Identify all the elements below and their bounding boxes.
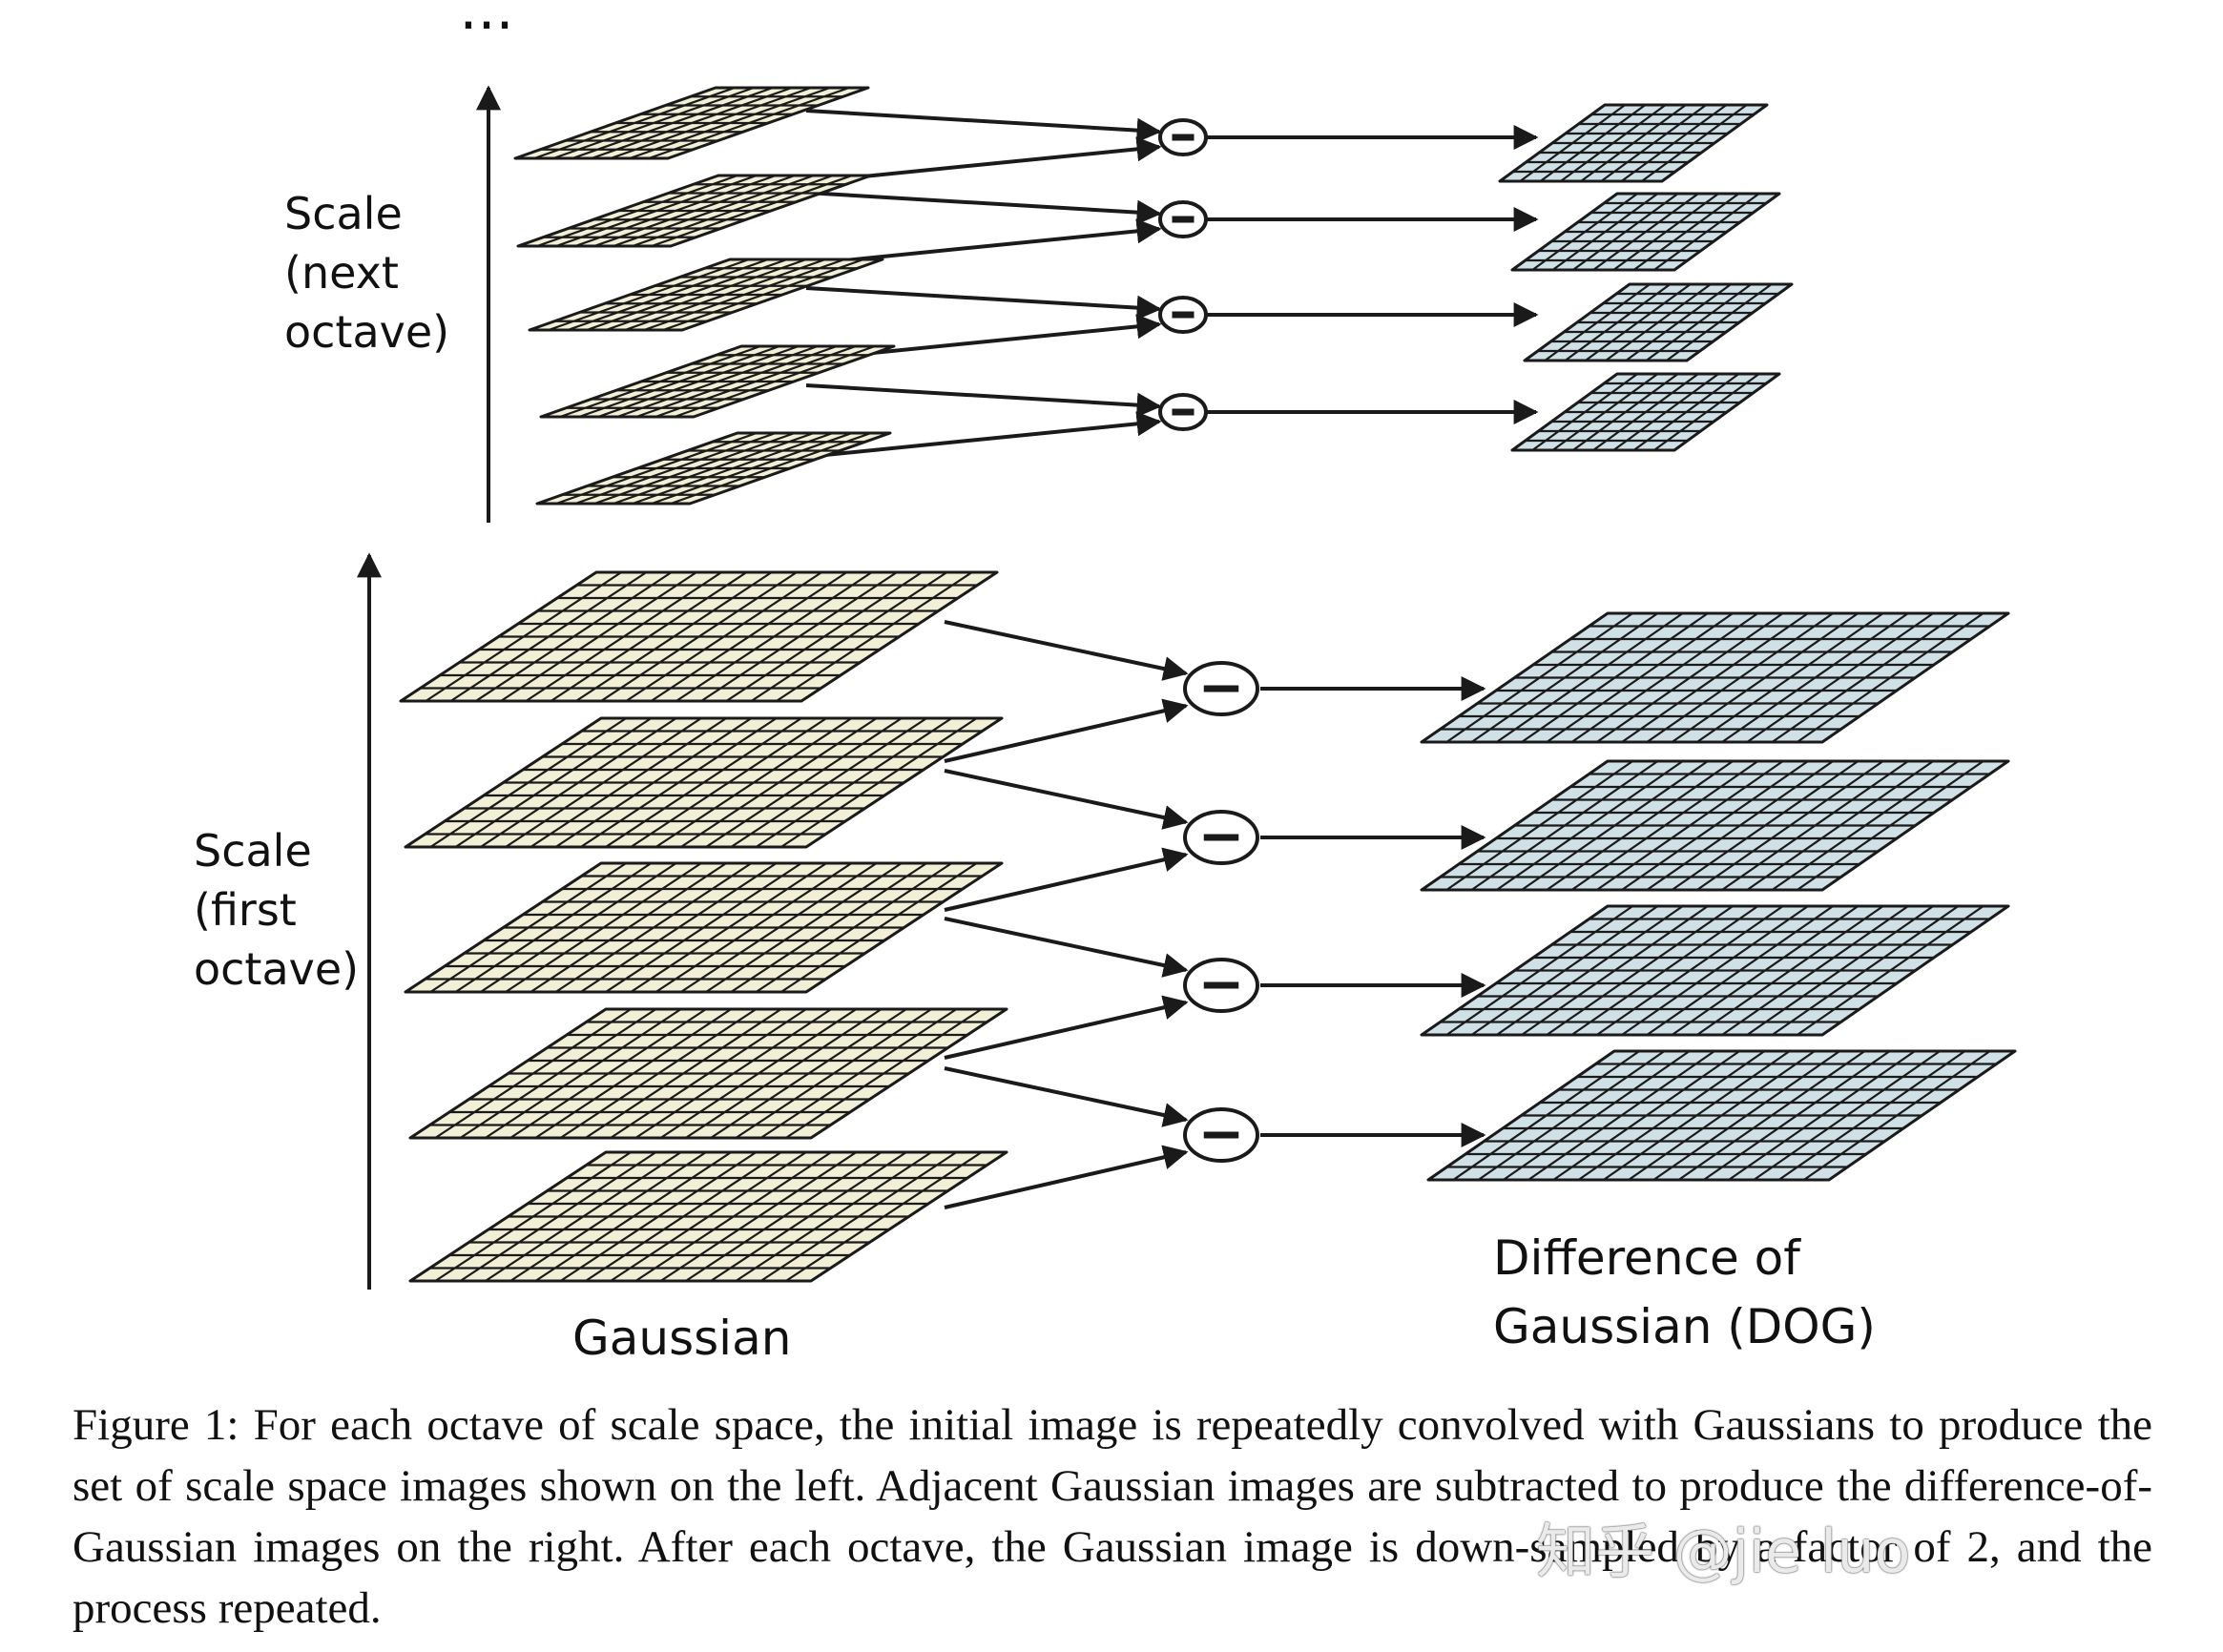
gaussian-plane	[535, 431, 892, 506]
arrow-gaussian-to-subtract	[944, 917, 1189, 978]
minus-sign-icon	[1203, 1131, 1239, 1139]
arrow-gaussian-to-subtract	[805, 286, 1162, 320]
image-planes	[399, 86, 2017, 1283]
dog-plane	[1510, 192, 1781, 272]
label-line: (first	[194, 884, 297, 936]
dog-plane	[1420, 611, 2010, 744]
minus-sign-icon	[1172, 311, 1195, 319]
minus-sign-icon	[1203, 834, 1239, 841]
plane-grid	[1440, 760, 1990, 891]
plane-grid	[555, 431, 872, 506]
arrow-gaussian-to-subtract	[944, 698, 1189, 763]
gaussian-plane	[513, 86, 870, 160]
plane-grid	[429, 1008, 987, 1139]
subtract-node	[1183, 810, 1259, 865]
subtract-node	[1158, 200, 1208, 238]
subtraction-nodes	[1158, 118, 1259, 1163]
subtract-node	[1158, 296, 1208, 334]
arrow-gaussian-to-subtract	[944, 620, 1189, 681]
label-line: (next	[284, 247, 399, 299]
minus-sign-icon	[1172, 216, 1195, 223]
connection-arrows	[805, 109, 1539, 1209]
gaussian-plane	[404, 861, 1004, 994]
arrow-gaussian-to-subtract	[805, 383, 1162, 418]
plane-grid	[1440, 612, 1990, 743]
minus-sign-icon	[1172, 134, 1195, 141]
arrow-gaussian-to-subtract	[944, 995, 1189, 1060]
minus-sign-icon	[1203, 981, 1239, 989]
arrow-gaussian-to-subtract	[815, 136, 1162, 183]
scale-space-diagram: ... Scale (next octave) Scale (first oct…	[194, 0, 2017, 1366]
arrow-gaussian-to-subtract	[805, 109, 1162, 143]
plane-grid	[1525, 193, 1767, 271]
gaussian-plane	[399, 570, 999, 703]
minus-sign-icon	[1203, 685, 1239, 692]
plane-grid	[533, 86, 850, 160]
plane-grid	[1537, 283, 1779, 361]
label-line: Scale	[194, 825, 312, 877]
dog-plane	[1510, 372, 1781, 452]
plane-grid	[1525, 373, 1767, 451]
plane-grid	[548, 258, 864, 332]
gaussian-plane	[408, 1007, 1008, 1140]
dog-plane	[1420, 904, 2010, 1037]
subtract-node	[1183, 958, 1259, 1013]
gaussian-plane	[539, 344, 896, 419]
plane-grid	[425, 862, 983, 993]
plane-grid	[425, 717, 983, 848]
gaussian-plane	[528, 258, 884, 332]
arrow-gaussian-to-subtract	[815, 411, 1162, 458]
label-line: Scale	[284, 188, 403, 239]
plane-grid	[1440, 905, 1990, 1036]
dog-plane	[1498, 103, 1769, 183]
gaussian-plane	[408, 1150, 1008, 1283]
dog-plane	[1523, 282, 1794, 362]
ellipsis: ...	[459, 0, 513, 43]
label-line: octave)	[194, 943, 359, 995]
dog-plane	[1426, 1049, 2017, 1182]
gaussian-plane	[404, 716, 1004, 849]
watermark: 知乎 @jie luo	[1536, 1517, 1911, 1586]
subtract-node	[1183, 1107, 1259, 1163]
figure-caption: Figure 1: For each octave of scale space…	[73, 1400, 2152, 1633]
arrow-gaussian-to-subtract	[944, 1066, 1189, 1127]
label-scale-first-octave: Scale (first octave)	[194, 825, 359, 995]
dog-plane	[1420, 759, 2010, 892]
plane-grid	[559, 344, 876, 419]
label-line: Difference of	[1493, 1230, 1801, 1286]
arrow-gaussian-to-subtract	[944, 769, 1189, 830]
gaussian-plane	[516, 174, 873, 248]
plane-grid	[420, 571, 978, 702]
plane-grid	[429, 1151, 987, 1282]
subtract-node	[1158, 118, 1208, 156]
arrow-gaussian-to-subtract	[944, 847, 1189, 912]
subtract-node	[1158, 393, 1208, 431]
arrow-gaussian-to-subtract	[815, 218, 1162, 265]
label-line: octave)	[284, 306, 449, 358]
subtract-node	[1183, 661, 1259, 716]
label-gaussian: Gaussian	[572, 1311, 791, 1366]
plane-grid	[1512, 104, 1755, 182]
arrow-gaussian-to-subtract	[805, 191, 1162, 225]
label-scale-next-octave: Scale (next octave)	[284, 188, 449, 358]
label-dog: Difference of Gaussian (DOG)	[1493, 1230, 1876, 1354]
arrow-gaussian-to-subtract	[944, 1145, 1189, 1209]
plane-grid	[1446, 1050, 1997, 1181]
label-line: Gaussian (DOG)	[1493, 1299, 1876, 1354]
minus-sign-icon	[1172, 408, 1195, 416]
plane-grid	[536, 174, 853, 248]
